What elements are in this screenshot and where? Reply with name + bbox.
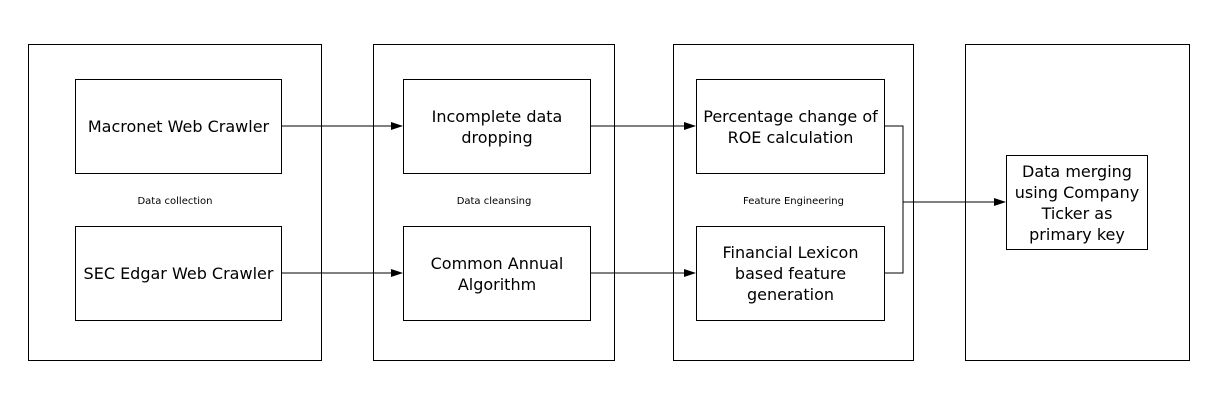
node-common-annual-algorithm: Common Annual Algorithm: [403, 226, 591, 321]
node-roe-percentage-change: Percentage change of ROE calculation: [696, 79, 885, 174]
stage-label-data-cleansing: Data cleansing: [456, 196, 532, 207]
stage-label-feature-engineering: Feature Engineering: [743, 196, 844, 207]
node-macronet-web-crawler: Macronet Web Crawler: [75, 79, 282, 174]
node-financial-lexicon-features: Financial Lexicon based feature generati…: [696, 226, 885, 321]
connector-roe-to-lexicon-bracket: [885, 125, 904, 274]
node-data-merging: Data merging using Company Ticker as pri…: [1006, 155, 1148, 250]
stage-label-data-collection: Data collection: [137, 196, 213, 207]
node-incomplete-data-dropping: Incomplete data dropping: [403, 79, 591, 174]
node-sec-edgar-web-crawler: SEC Edgar Web Crawler: [75, 226, 282, 321]
